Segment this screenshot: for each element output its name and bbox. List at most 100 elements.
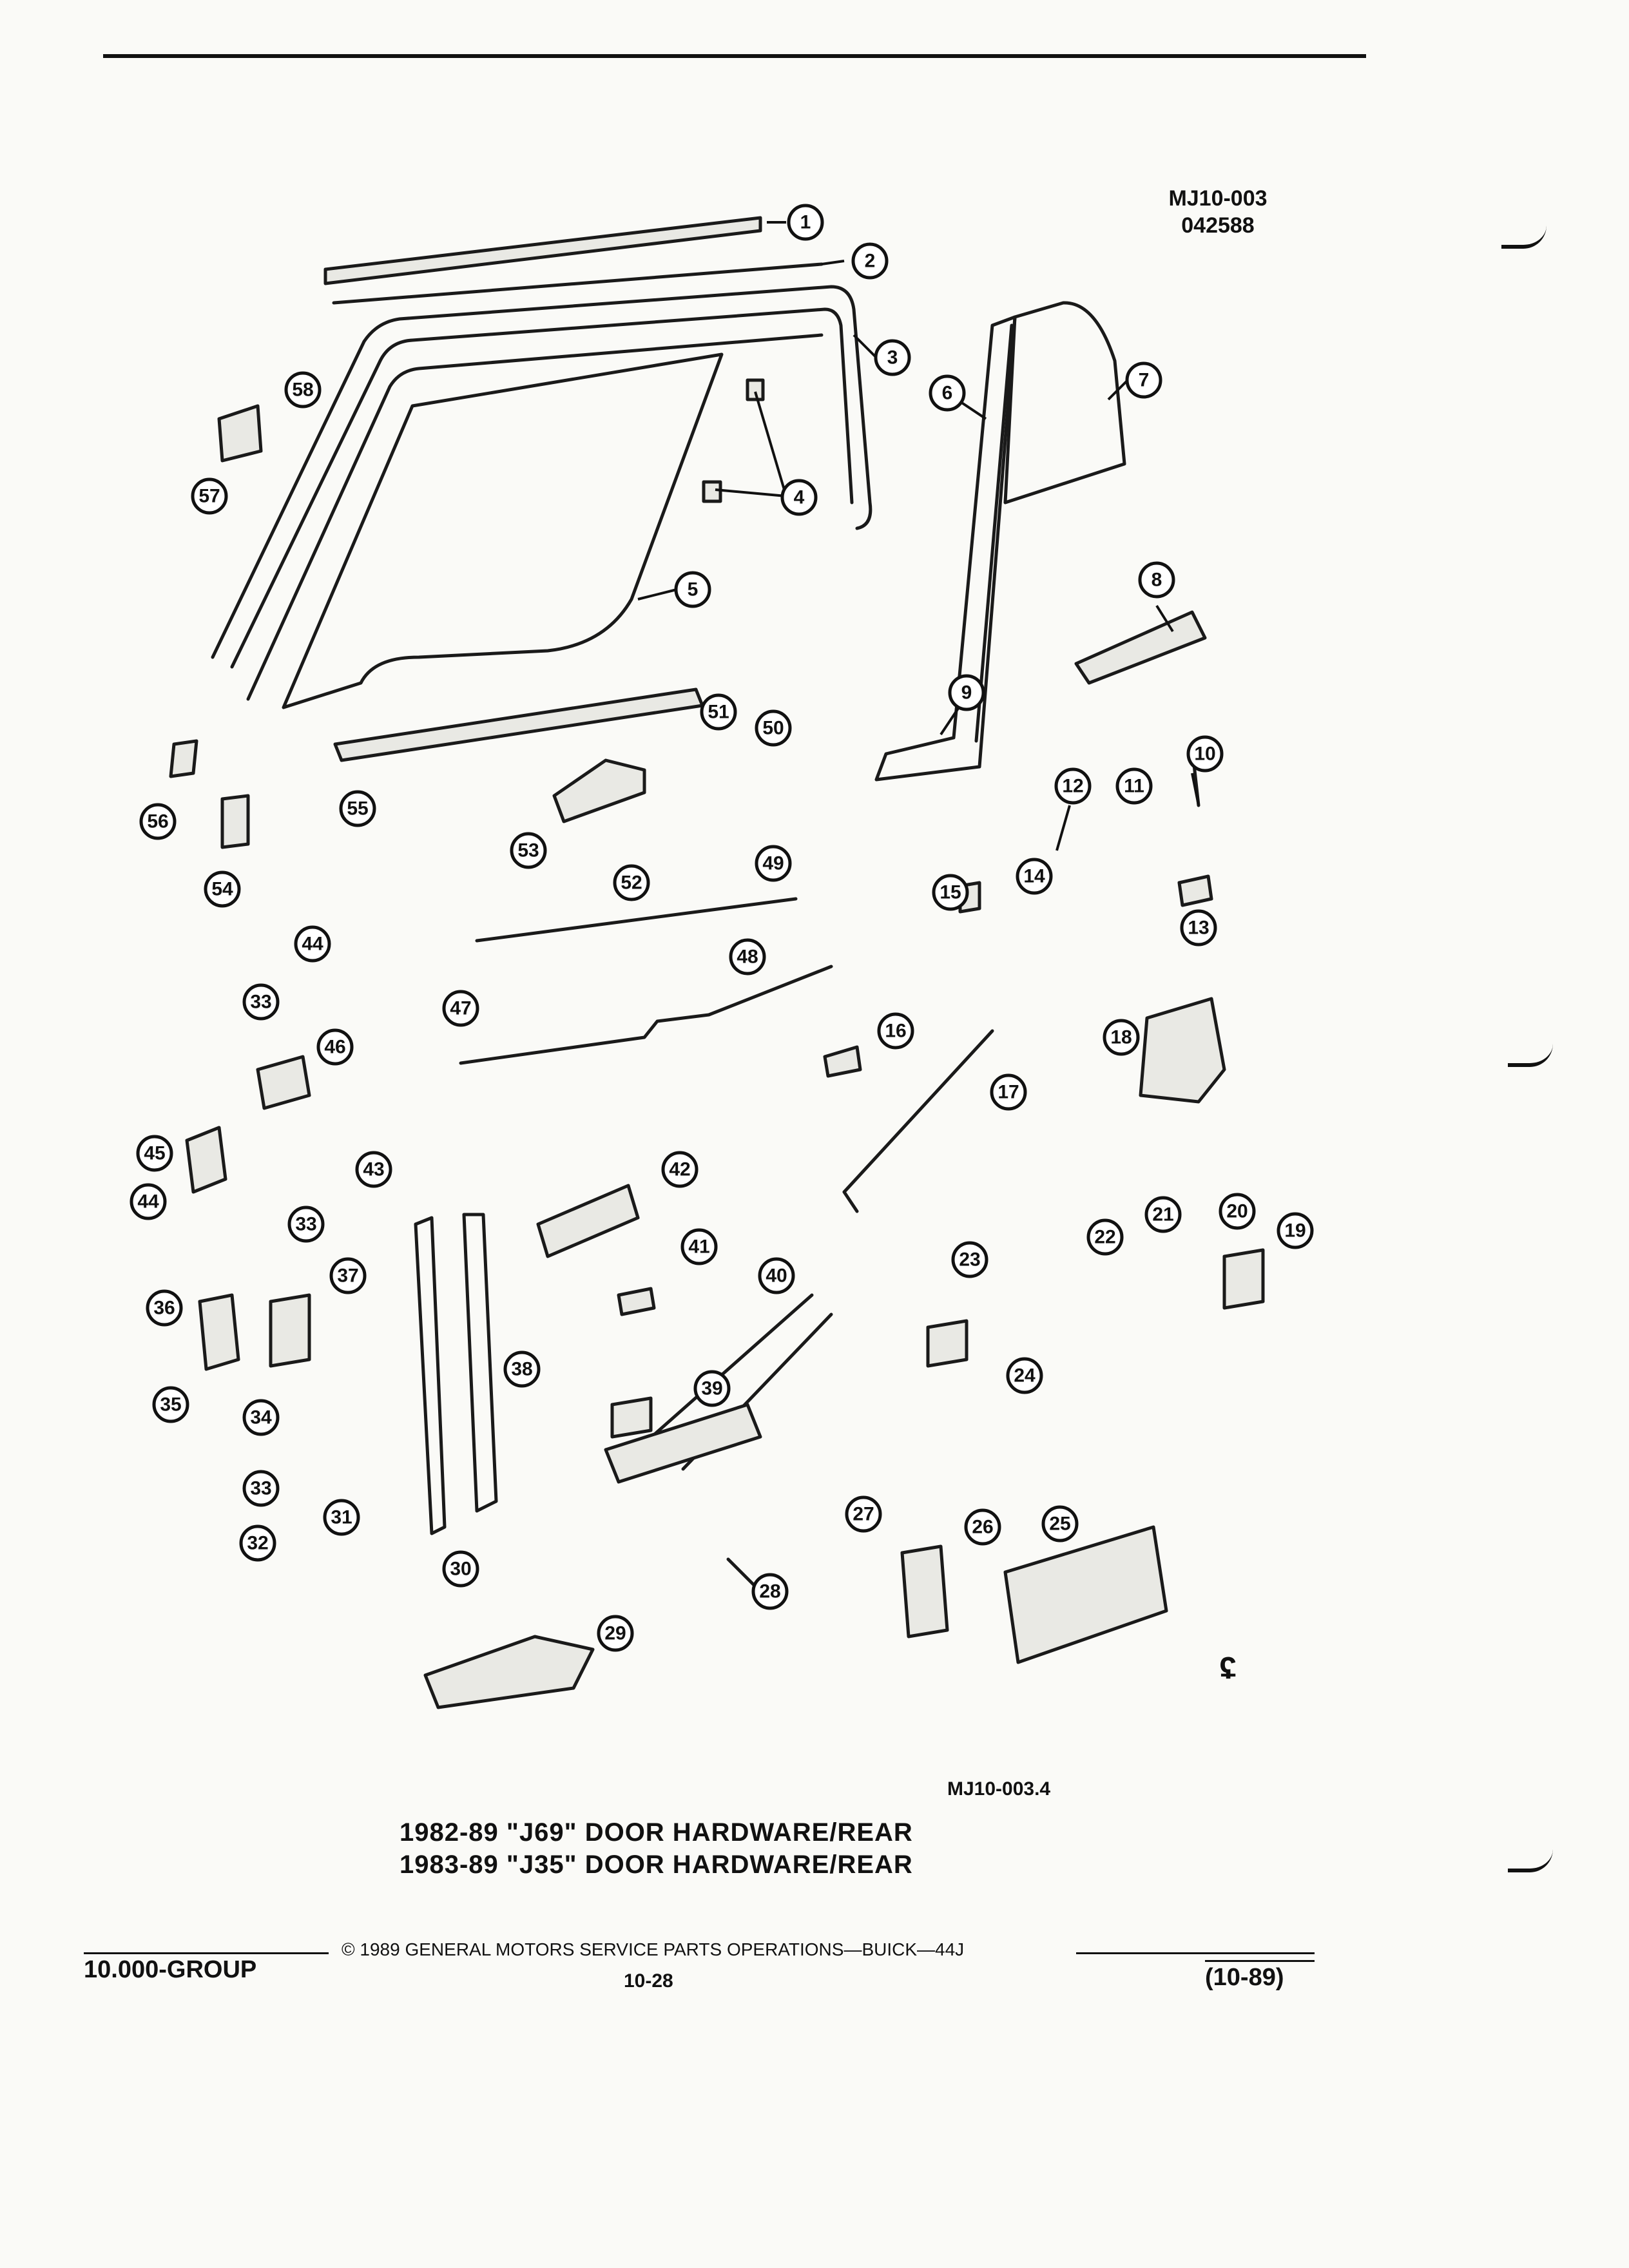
callout-56: 56 [139, 803, 177, 840]
callout-8: 8 [1138, 561, 1175, 599]
svg-text:38: 38 [511, 1359, 532, 1380]
part-glass-clips [702, 378, 765, 503]
part-armrest-escutcheon [1003, 1525, 1168, 1664]
binder-tab-mark [1508, 1849, 1553, 1872]
callout-41: 41 [680, 1228, 718, 1265]
callout-20: 20 [1219, 1193, 1256, 1230]
svg-text:27: 27 [853, 1504, 874, 1525]
part-window-regulator [604, 1293, 833, 1484]
svg-text:53: 53 [517, 840, 539, 861]
svg-text:56: 56 [147, 811, 168, 832]
svg-text:51: 51 [708, 702, 729, 723]
svg-text:8: 8 [1152, 570, 1162, 591]
callout-5: 5 [674, 571, 711, 608]
callout-39: 39 [693, 1370, 731, 1407]
svg-text:32: 32 [247, 1533, 268, 1554]
callout-15: 15 [932, 874, 969, 911]
callout-19: 19 [1277, 1212, 1314, 1249]
callout-21: 21 [1144, 1196, 1182, 1233]
callout-44: 44 [294, 925, 331, 963]
binder-tab-mark [1508, 1044, 1553, 1067]
callout-3: 3 [874, 339, 911, 376]
callout-53: 53 [510, 832, 547, 869]
part-weatherstrip [332, 262, 824, 305]
top-rule [103, 54, 1366, 58]
part-outer-belt-molding [323, 216, 762, 285]
binder-tab-mark [1501, 226, 1547, 249]
part-inside-handle [536, 1184, 640, 1258]
callout-22: 22 [1086, 1218, 1124, 1256]
svg-text:20: 20 [1226, 1201, 1248, 1222]
callout-6: 6 [929, 374, 966, 412]
callout-44: 44 [130, 1183, 167, 1220]
callout-12: 12 [1054, 767, 1092, 805]
svg-text:9: 9 [961, 682, 972, 704]
callout-1: 1 [787, 204, 824, 241]
svg-text:33: 33 [295, 1214, 316, 1235]
svg-text:11: 11 [1124, 776, 1144, 797]
callout-35: 35 [152, 1386, 189, 1423]
callout-45: 45 [136, 1135, 173, 1172]
part-door-latch [1139, 997, 1226, 1104]
callout-46: 46 [316, 1028, 354, 1066]
callout-4: 4 [780, 479, 818, 516]
part-lock-assembly [552, 758, 646, 823]
svg-text:13: 13 [1188, 918, 1209, 939]
svg-text:25: 25 [1049, 1514, 1070, 1535]
footer-copyright: © 1989 GENERAL MOTORS SERVICE PARTS OPER… [342, 1939, 965, 1959]
svg-text:21: 21 [1152, 1204, 1173, 1225]
callout-18: 18 [1103, 1019, 1140, 1056]
svg-text:4: 4 [794, 487, 805, 508]
svg-text:7: 7 [1139, 370, 1150, 391]
svg-text:52: 52 [621, 872, 642, 894]
callout-13: 13 [1180, 909, 1217, 947]
callout-36: 36 [146, 1289, 183, 1327]
svg-text:43: 43 [363, 1159, 384, 1180]
svg-text:48: 48 [737, 947, 758, 968]
document-id: MJ10-003 [1168, 186, 1268, 211]
svg-text:28: 28 [759, 1581, 780, 1602]
figure-reference: MJ10-003.4 [947, 1778, 1051, 1800]
figure-title-line-1: 1982-89 "J69" DOOR HARDWARE/REAR [400, 1818, 913, 1847]
svg-text:26: 26 [972, 1517, 993, 1538]
svg-text:50: 50 [762, 718, 784, 739]
callout-34: 34 [242, 1399, 280, 1436]
part-small-hardware-right [610, 745, 1265, 1639]
callout-10: 10 [1186, 735, 1224, 773]
svg-text:33: 33 [250, 992, 271, 1013]
callout-54: 54 [204, 870, 241, 908]
svg-text:17: 17 [998, 1082, 1019, 1103]
svg-text:57: 57 [198, 486, 220, 507]
svg-text:5: 5 [688, 579, 699, 601]
callout-40: 40 [758, 1257, 795, 1294]
document-code: 042588 [1181, 213, 1255, 238]
svg-text:35: 35 [160, 1394, 181, 1416]
svg-text:33: 33 [250, 1478, 271, 1499]
part-inside-handle-rod [842, 1029, 994, 1213]
svg-text:15: 15 [940, 882, 961, 903]
part-hinges-left [169, 404, 311, 1371]
callout-30: 30 [442, 1550, 479, 1588]
svg-text:44: 44 [302, 934, 323, 955]
svg-text:22: 22 [1094, 1227, 1115, 1248]
svg-text:23: 23 [959, 1249, 980, 1271]
callout-55: 55 [339, 790, 376, 827]
svg-text:18: 18 [1110, 1027, 1132, 1048]
callout-28: 28 [751, 1573, 789, 1610]
callout-26: 26 [964, 1508, 1001, 1546]
svg-text:3: 3 [887, 347, 898, 369]
callout-16: 16 [877, 1012, 914, 1050]
svg-text:24: 24 [1014, 1365, 1036, 1387]
callout-47: 47 [442, 990, 479, 1027]
svg-text:49: 49 [762, 853, 784, 874]
callout-37: 37 [329, 1257, 367, 1294]
svg-text:10: 10 [1194, 744, 1215, 765]
callout-2: 2 [851, 242, 889, 280]
callout-51: 51 [700, 693, 737, 731]
callout-29: 29 [597, 1615, 634, 1652]
callout-43: 43 [355, 1151, 392, 1188]
callout-57: 57 [191, 477, 228, 515]
svg-text:19: 19 [1284, 1220, 1306, 1242]
